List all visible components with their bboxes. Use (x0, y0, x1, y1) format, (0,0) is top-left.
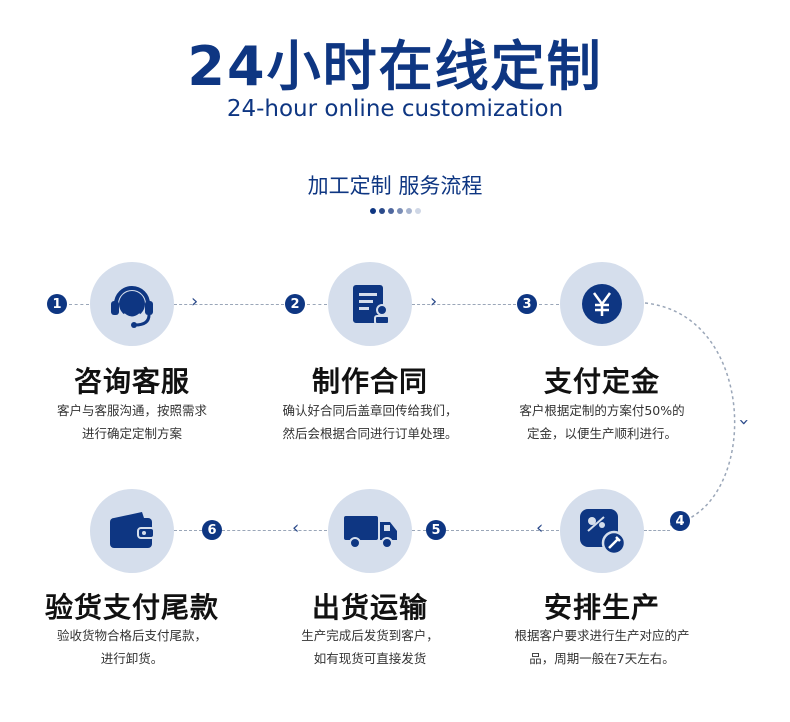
section-title: 加工定制 服务流程 (307, 174, 483, 198)
connector-line (174, 530, 202, 531)
step-description: 验收货物合格后支付尾款，进行卸货。 (56, 628, 207, 666)
connector-line (69, 304, 89, 305)
chevron-left-icon: › (536, 518, 544, 539)
chevron-down-icon: › (733, 418, 755, 426)
wallet-icon (90, 489, 174, 573)
yen-icon (560, 262, 644, 346)
step-number: 5 (426, 520, 446, 540)
step-description: 确认好合同后盖章回传给我们，然后会根据合同进行订单处理。 (282, 403, 458, 441)
step-title: 制作合同 (311, 365, 428, 398)
step-number: 6 (202, 520, 222, 540)
chevron-right-icon: › (430, 291, 438, 312)
step-title: 安排生产 (543, 591, 660, 624)
step-number: 2 (285, 294, 305, 314)
connector-line (174, 304, 284, 305)
chevron-right-icon: › (191, 291, 199, 312)
page-title: 24小时在线定制 (187, 35, 603, 98)
connector-line (222, 530, 327, 531)
connector-line (539, 304, 559, 305)
step-title: 验货支付尾款 (44, 591, 219, 624)
connector-line (446, 530, 559, 531)
step-title: 出货运输 (311, 591, 428, 624)
connector-line (307, 304, 327, 305)
step-description: 根据客户要求进行生产对应的产品，周期一般在7天左右。 (514, 628, 690, 666)
step-title: 咨询客服 (73, 365, 190, 398)
step-description: 生产完成后发货到客户，如有现货可直接发货 (301, 628, 439, 666)
chevron-left-icon: › (292, 518, 300, 539)
truck-icon (328, 489, 412, 573)
decorative-dots (0, 208, 790, 214)
step-description: 客户与客服沟通，按照需求进行确定定制方案 (56, 403, 207, 441)
contract-icon (328, 262, 412, 346)
connector-line (412, 530, 426, 531)
headset-icon (90, 262, 174, 346)
production-icon (560, 489, 644, 573)
step-number: 4 (670, 511, 690, 531)
step-title: 支付定金 (543, 365, 660, 398)
page-subtitle: 24-hour online customization (226, 96, 564, 122)
step-number: 3 (517, 294, 537, 314)
step-description: 客户根据定制的方案付50%的定金，以便生产顺利进行。 (519, 403, 685, 441)
connector-line (412, 304, 516, 305)
connector-line (644, 530, 670, 531)
step-number: 1 (47, 294, 67, 314)
